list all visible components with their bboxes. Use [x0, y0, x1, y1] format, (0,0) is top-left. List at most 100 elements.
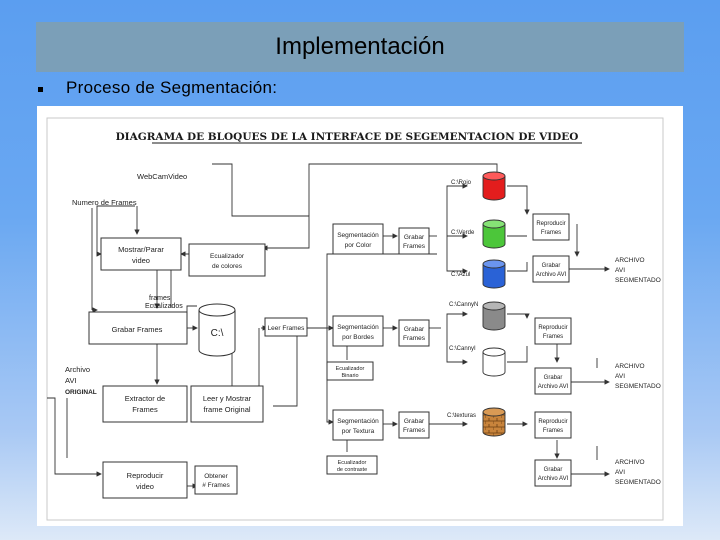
output-3-line-3: SEGMENTADO — [615, 479, 661, 486]
path-azul: C:\Azul — [451, 272, 470, 278]
repro-color-label-2: Frames — [541, 230, 561, 236]
mostrar-label-1: Mostrar/Parar — [118, 245, 164, 254]
slide-title-bar: Implementación — [36, 22, 684, 72]
block-grabar-textura — [398, 411, 430, 439]
repro-textura-label-1: Reproducir — [538, 419, 567, 425]
seg-bordes-label-1: Segmentación — [337, 324, 379, 331]
block-ecu-contraste — [326, 455, 378, 475]
leer-frames-label: Leer Frames — [268, 325, 306, 332]
green-database-icon — [482, 219, 506, 249]
block-repro-bordes — [534, 317, 572, 345]
output-1-line-1: ARCHIVO — [615, 257, 645, 264]
white-database-icon — [482, 347, 506, 377]
repro-textura-label-2: Frames — [543, 428, 563, 434]
grabar-avi-color-label-2: Archivo AVI — [536, 272, 567, 278]
grabar-avi-color-label-1: Grabar — [542, 263, 561, 269]
grabar-bordes-label-2: Frames — [403, 335, 426, 342]
seg-textura-label-1: Segmentación — [337, 418, 379, 425]
grabar-color-label-2: Frames — [403, 243, 426, 250]
slide-title: Implementación — [275, 33, 445, 60]
block-repro-textura — [534, 411, 572, 439]
block-grabar-avi-bordes — [534, 367, 572, 395]
ecualizador-label-2: de colores — [212, 263, 243, 270]
block-leer-mostrar — [190, 385, 264, 423]
reproducir-label-2: video — [136, 482, 154, 491]
repro-bordes-label-2: Frames — [543, 334, 563, 340]
path-canny-i: C:\CannyI — [449, 346, 476, 352]
leer-mostrar-label-2: frame Original — [203, 405, 250, 414]
block-grabar-avi-color — [532, 255, 570, 283]
grabar-frames-label: Grabar Frames — [112, 325, 163, 334]
repro-color-label-1: Reproducir — [536, 221, 565, 227]
leer-mostrar-label-1: Leer y Mostrar — [203, 394, 252, 403]
reproducir-label-1: Reproducir — [127, 471, 164, 480]
block-grabar-color — [398, 227, 430, 255]
block-ecu-binario — [326, 361, 374, 381]
block-repro-color — [532, 213, 570, 241]
ecu-contraste-label-2: de contraste — [337, 467, 367, 473]
diagram-panel: DIAGRAMA DE BLOQUES DE LA INTERFACE DE S… — [37, 106, 683, 526]
ecu-contraste-label-1: Ecualizador — [338, 460, 367, 466]
red-database-icon — [482, 171, 506, 201]
bullet-square-icon — [38, 86, 43, 92]
block-obtener-frames — [194, 465, 238, 495]
ecu-binario-label-2: Binario — [341, 373, 358, 379]
disk-c-icon: C:\ — [198, 303, 236, 357]
output-1-line-3: SEGMENTADO — [615, 277, 661, 284]
path-rojo: C:\Rojo — [451, 180, 472, 186]
block-grabar-avi-textura — [534, 459, 572, 487]
output-3-line-2: AVI — [615, 469, 625, 476]
ecu-binario-label-1: Ecualizador — [336, 366, 365, 372]
block-ecualizador-colores — [188, 243, 266, 277]
path-canny-n: C:\CannyN — [449, 302, 478, 308]
blue-database-icon — [482, 259, 506, 289]
label-archivo: Archivo — [65, 365, 90, 374]
output-2-line-1: ARCHIVO — [615, 363, 645, 370]
bullet-text: Proceso de Segmentación: — [66, 78, 278, 97]
label-num-frames: Numero de Frames — [72, 198, 137, 207]
block-seg-color — [332, 223, 384, 255]
label-avi: AVI — [65, 376, 77, 385]
seg-color-label-2: por Color — [345, 242, 373, 249]
grabar-textura-label-1: Grabar — [404, 418, 425, 425]
grabar-textura-label-2: Frames — [403, 427, 426, 434]
block-grabar-frames — [88, 311, 188, 345]
output-2-line-2: AVI — [615, 373, 625, 380]
texture-database-icon — [482, 407, 506, 437]
block-extractor — [102, 385, 188, 423]
mostrar-label-2: video — [132, 256, 150, 265]
obtener-label-2: # Frames — [202, 482, 230, 489]
block-diagram: DIAGRAMA DE BLOQUES DE LA INTERFACE DE S… — [46, 117, 664, 521]
block-leer-frames — [264, 317, 308, 337]
output-2-line-3: SEGMENTADO — [615, 383, 661, 390]
grabar-avi-bordes-label-1: Grabar — [544, 375, 563, 381]
label-ecualizados: Ecualizados — [145, 303, 183, 310]
path-texturas: C:\texturas — [447, 413, 476, 419]
block-seg-bordes — [332, 315, 384, 347]
extractor-label-2: Frames — [132, 405, 158, 414]
seg-color-label-1: Segmentación — [337, 232, 379, 239]
label-frames: frames — [149, 295, 171, 302]
diagram-heading: DIAGRAMA DE BLOQUES DE LA INTERFACE DE S… — [116, 131, 579, 143]
output-1-line-2: AVI — [615, 267, 625, 274]
repro-bordes-label-1: Reproducir — [538, 325, 567, 331]
block-seg-textura — [332, 409, 384, 441]
path-verde: C:\Verde — [451, 230, 475, 236]
grabar-color-label-1: Grabar — [404, 234, 425, 241]
block-mostrar-parar — [100, 237, 182, 271]
seg-bordes-label-2: por Bordes — [342, 334, 375, 341]
gray-database-icon — [482, 301, 506, 331]
output-3-line-1: ARCHIVO — [615, 459, 645, 466]
obtener-label-1: Obtener — [204, 473, 228, 480]
seg-textura-label-2: por Textura — [342, 428, 375, 435]
label-webcam: WebCamVideo — [137, 172, 187, 181]
extractor-label-1: Extractor de — [125, 394, 165, 403]
bullet-row: Proceso de Segmentación: — [38, 78, 277, 98]
grabar-bordes-label-1: Grabar — [404, 326, 425, 333]
ecualizador-label-1: Ecualizador — [210, 253, 245, 260]
block-reproducir-video — [102, 461, 188, 499]
block-grabar-bordes — [398, 319, 430, 347]
grabar-avi-textura-label-2: Archivo AVI — [538, 476, 569, 482]
disk-label: C:\ — [211, 328, 224, 339]
grabar-avi-textura-label-1: Grabar — [544, 467, 563, 473]
